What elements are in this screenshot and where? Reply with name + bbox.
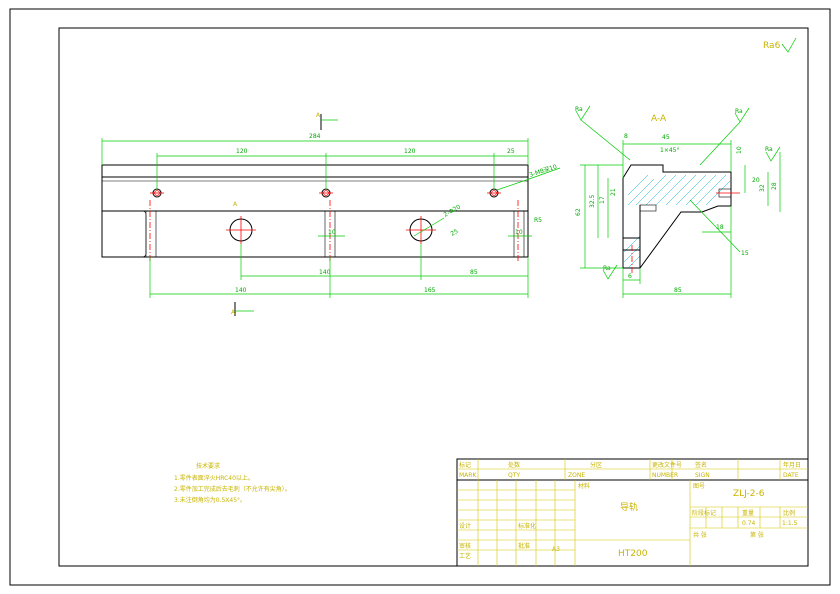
- callout-holes: 3-M8深10: [528, 162, 558, 179]
- roughness-icon: [781, 37, 797, 53]
- tb-header: 签名: [695, 461, 707, 469]
- tb-drawing-no: ZLJ-2-6: [733, 489, 765, 499]
- dim-right-h1: 10: [736, 146, 743, 154]
- dim-pocket-pitch: 140: [319, 269, 331, 276]
- dim-h2: 17: [599, 196, 606, 204]
- dim-pocket-offset: 85: [470, 269, 478, 276]
- dim-pitch-2: 120: [404, 148, 416, 155]
- section-mark: A: [233, 201, 238, 208]
- section-view: A-A 8 45 1×45° 62 32.5 17 21 10 20: [575, 105, 781, 298]
- dim-right-h3: 32: [759, 184, 766, 192]
- technical-notes: 技术要求 1.零件表面淬火HRC40以上。 2.零件加工完成后去毛刺（不允许有尖…: [174, 462, 291, 504]
- dim-height: 62: [575, 208, 582, 216]
- tb-header: 分区: [590, 461, 602, 469]
- notes-title: 技术要求: [196, 462, 220, 470]
- dim-h3: 21: [610, 188, 617, 196]
- dim-slot-1: 10: [328, 229, 336, 236]
- tb-sheets: 共 张: [693, 531, 707, 539]
- tb-material: HT200: [618, 549, 648, 559]
- tb-header-en: DATE: [783, 472, 799, 479]
- tb-header: 更改文件号: [652, 461, 682, 469]
- tb-part-name: 导轨: [620, 501, 638, 513]
- note-line: 2.零件加工完成后去毛刺（不允许有尖角）。: [174, 485, 291, 493]
- dim-bottom-b: 85: [674, 287, 682, 294]
- tb-header: 年月日: [783, 461, 801, 469]
- tb-weight: 0.74: [742, 520, 756, 527]
- front-view: A A A 284 120 120 25 140 85 140 165 10 1: [101, 112, 561, 316]
- inner-border: [58, 27, 809, 567]
- roughness-mark: Ra: [765, 146, 773, 153]
- dim-top-a: 8: [624, 133, 628, 140]
- dim-step: 18: [716, 224, 724, 231]
- tb-scale: 1:1.5: [782, 520, 798, 527]
- roughness-mark: Ra: [603, 265, 611, 272]
- dim-bottom-left: 140: [235, 287, 247, 294]
- tb-sheet: 第 张: [750, 531, 764, 539]
- tb-header-en: ZONE: [568, 472, 585, 479]
- tb-header-en: QTY: [508, 472, 520, 479]
- threaded-hole: [319, 188, 333, 198]
- note-line: 3.未注倒角均为0.5X45°。: [174, 496, 246, 504]
- tb-size: A3: [552, 546, 560, 553]
- tb-row-label: 审核: [459, 542, 471, 550]
- callout-bore-depth: 25: [450, 228, 460, 238]
- dim-right-h4: 28: [771, 182, 778, 190]
- outer-border: [9, 8, 831, 586]
- dim-right-w: 15: [741, 250, 749, 257]
- callout-slot: R5: [534, 217, 542, 224]
- tb-header: 处数: [508, 461, 520, 469]
- dim-slot-2: 10: [515, 229, 523, 236]
- roughness-label: Ra6: [763, 41, 781, 51]
- note-line: 1.零件表面淬火HRC40以上。: [174, 474, 254, 482]
- tb-header-en: MARK: [459, 472, 477, 479]
- threaded-hole: [150, 188, 164, 198]
- tb-material-label: 材料: [578, 482, 590, 490]
- section-title: A-A: [651, 114, 667, 124]
- tb-row-label: 工艺: [459, 552, 471, 560]
- dim-chamfer: 1×45°: [660, 147, 679, 154]
- tb-header-en: SIGN: [695, 472, 710, 479]
- tb-row-label: 标准化: [518, 522, 536, 530]
- dim-pitch-1: 120: [236, 148, 248, 155]
- tb-stage: 阶段标记: [692, 509, 716, 517]
- dim-top-b: 45: [662, 134, 670, 141]
- section-outline: [622, 164, 732, 269]
- tb-scale-label: 比例: [783, 509, 795, 517]
- tb-header: 标记: [459, 461, 471, 469]
- section-hatch: [623, 174, 731, 269]
- tb-weight-label: 重量: [742, 509, 754, 517]
- section-mark: A: [316, 112, 321, 119]
- dim-bottom-a: 6: [628, 273, 632, 280]
- threaded-hole: [487, 188, 501, 198]
- tb-drawing-no-label: 图号: [693, 483, 705, 490]
- section-mark: A: [231, 309, 236, 316]
- dim-overall: 284: [309, 133, 321, 140]
- callout-bore: 2-Φ20: [443, 203, 463, 218]
- title-block: 标记 处数 分区 更改文件号 签名 年月日 MARK QTY ZONE NUMB…: [456, 458, 809, 567]
- roughness-mark: Ra: [575, 106, 583, 113]
- dim-h1: 32.5: [589, 194, 596, 208]
- dim-right-h2: 20: [752, 177, 760, 184]
- tb-row-label: 批准: [518, 542, 530, 550]
- tb-header-en: NUMBER: [652, 472, 678, 479]
- dim-end-offset: 25: [507, 148, 515, 155]
- dim-bottom-right: 165: [424, 287, 436, 294]
- roughness-mark: Ra: [735, 108, 743, 115]
- tb-row-label: 设计: [459, 522, 471, 530]
